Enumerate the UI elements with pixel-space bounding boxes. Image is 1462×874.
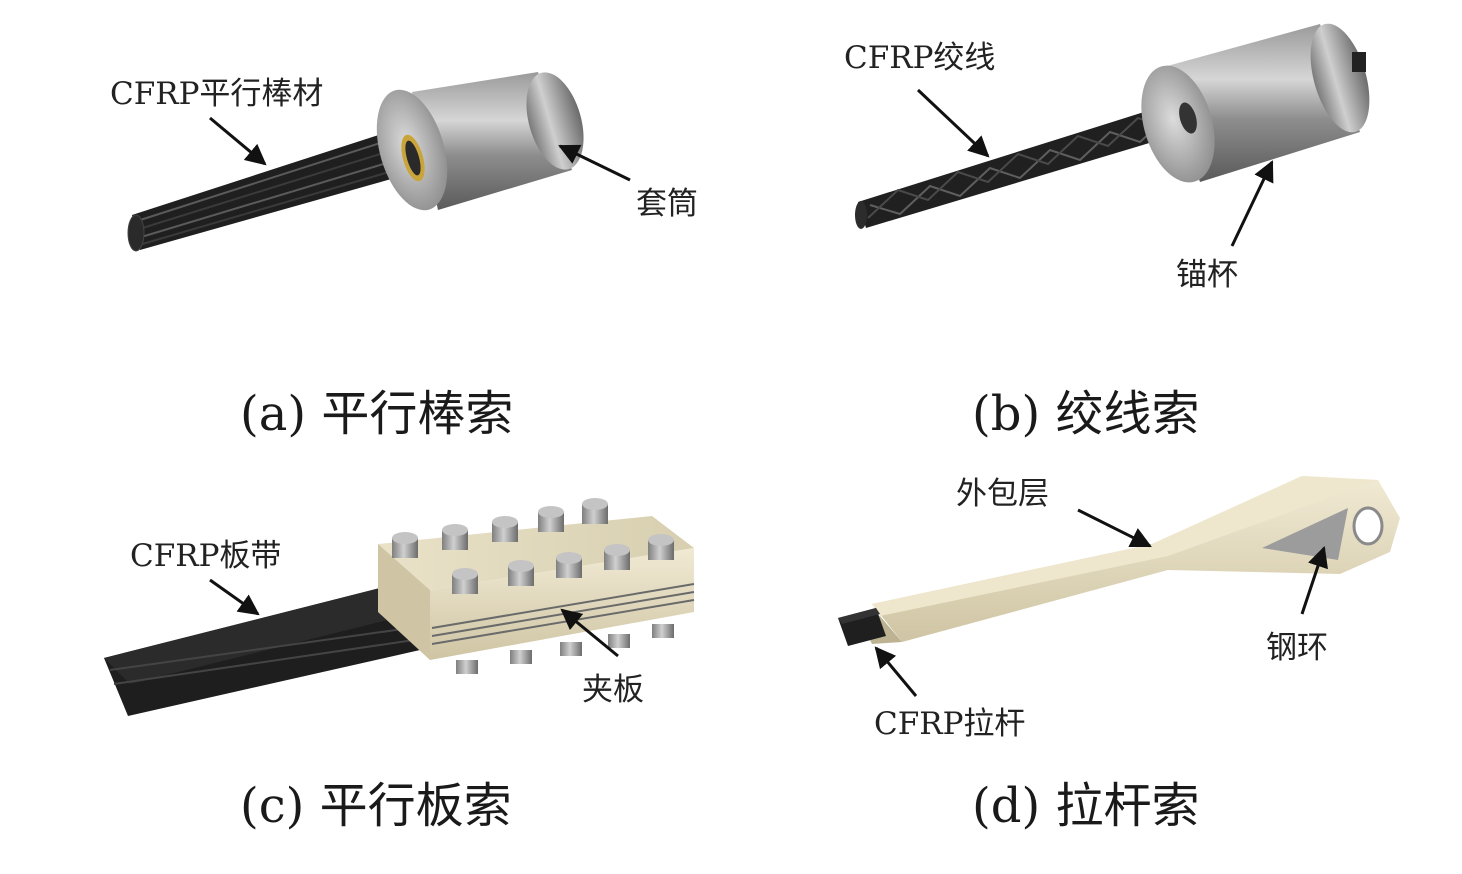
label-anchor-cup: 锚杯 (1176, 257, 1238, 293)
label-cover-layer: 外包层 (956, 476, 1049, 512)
caption-c: (c) 平行板索 (240, 778, 512, 834)
caption-d: (d) 拉杆索 (972, 778, 1199, 834)
label-sleeve: 套筒 (636, 186, 698, 222)
label-cfrp-strip: CFRP板带 (130, 538, 281, 574)
anchor-cup (1141, 23, 1370, 183)
arrow-strand (916, 88, 990, 158)
arrow-clamp (560, 608, 619, 658)
caption-a: (a) 平行棒索 (240, 386, 513, 442)
label-steel-ring: 钢环 (1266, 630, 1328, 666)
bolts-top (392, 498, 674, 594)
arrow-strip (209, 578, 260, 616)
arrow-ring (1300, 546, 1328, 615)
panel-a: CFRP平行棒材 套筒 (a) 平行棒索 (110, 72, 698, 442)
panel-b: CFRP绞线 锚杯 (b) 绞线索 (844, 23, 1370, 442)
cfrp-parallel-rods (127, 128, 416, 252)
sleeve (376, 72, 584, 211)
label-cfrp-strand: CFRP绞线 (844, 40, 995, 76)
arrow-cup (1230, 160, 1274, 247)
panel-d: 外包层 钢环 CFRP拉杆 (d) 拉杆索 (838, 476, 1400, 834)
clamp-plates (378, 498, 695, 674)
cfrp-strip (104, 588, 420, 716)
label-cfrp-tie-rod: CFRP拉杆 (874, 706, 1025, 742)
arrow-sleeve (558, 144, 631, 182)
caption-b: (b) 绞线索 (972, 386, 1199, 442)
bolts-bottom (456, 624, 674, 674)
label-cfrp-parallel-rod: CFRP平行棒材 (110, 76, 323, 112)
arrow-cfrp-rod (874, 646, 918, 697)
arrow-cover (1077, 508, 1152, 548)
label-clamp-plate: 夹板 (582, 672, 644, 708)
tie-rod (838, 476, 1400, 646)
panel-c: CFRP板带 夹板 (c) 平行板索 (104, 498, 695, 834)
arrow-rod (209, 116, 267, 166)
